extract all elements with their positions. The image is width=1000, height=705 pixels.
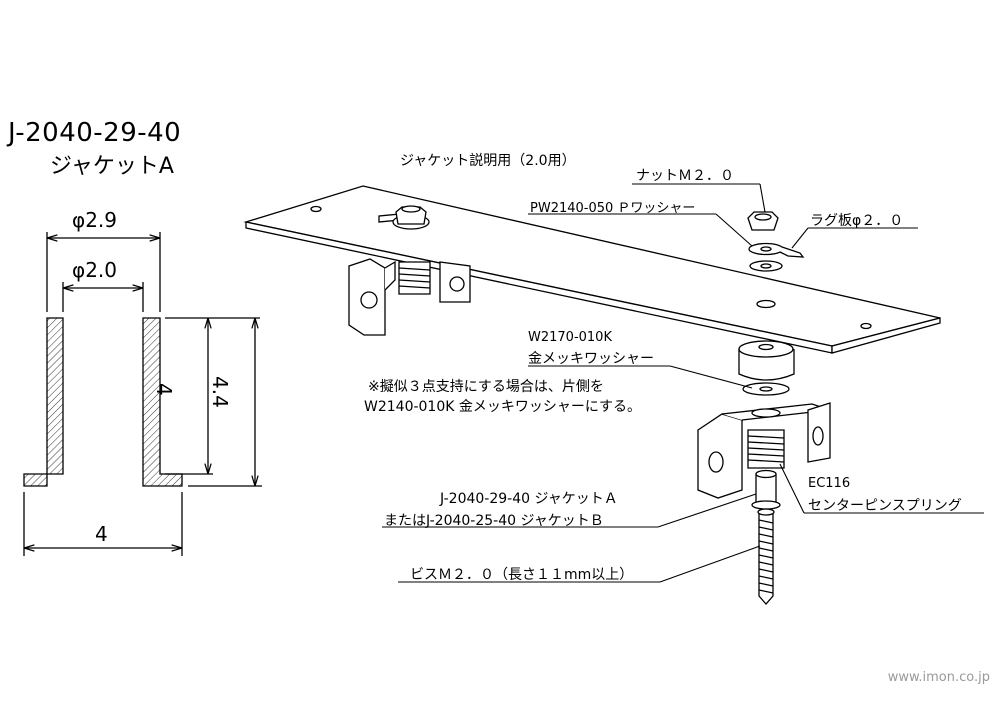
note-line-1: ※擬似３点支持にする場合は、片側を [368,379,604,395]
part-code: J-2040-29-40 [8,118,182,148]
exploded-nut [747,211,805,272]
cross-section [23,232,262,556]
gold-washer-code: W2170-010K [528,330,612,345]
leader-lines [382,183,984,583]
jacket-b-label: またはJ-2040-25-40 ジャケットＢ [384,513,604,529]
lug-label: ラグ板φ２．０ [810,213,904,229]
note-line-2: W2140-010K 金メッキワッシャーにする。 [364,399,642,415]
jacket-part [751,469,781,510]
rubber-cylinder [738,340,795,396]
dim-outer-dia: φ2.9 [72,208,117,232]
bracket-left [348,258,471,336]
gold-washer-name: 金メッキワッシャー [528,351,654,367]
nut-label: ナットＭ２．０ [636,168,734,184]
dim-inner-dia: φ2.0 [72,258,117,282]
watermark: www.imon.co.jp [887,670,990,685]
bracket-right [697,402,831,499]
dim-flange-width: 4 [95,522,108,546]
jacket-a-label: J-2040-29-40 ジャケットＡ [440,491,618,507]
screw-label: ビスＭ２．０（長さ１１mm以上） [410,567,634,583]
dim-total-height: 4.4 [208,376,232,408]
spring-code: EC116 [808,476,851,491]
plate-label: ジャケット説明用（2.0用） [400,153,576,169]
screw-part [757,508,775,605]
top-nut-left [378,205,430,230]
part-name: ジャケットA [50,154,174,179]
spring-name: センターピンスプリング [808,498,962,514]
dim-height: 4 [152,383,176,396]
pwasher-label: PW2140-050 Ｐワッシャー [530,201,696,216]
